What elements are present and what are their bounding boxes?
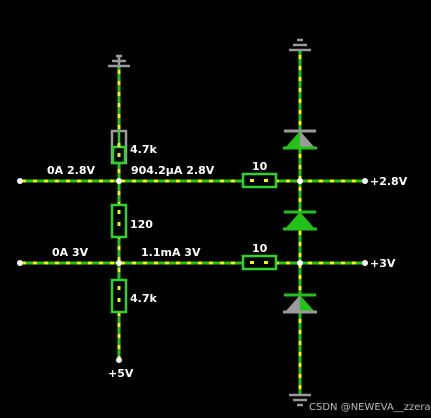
terminal-plus-2v8[interactable] bbox=[362, 178, 368, 184]
label-terminal-bottom: +5V bbox=[108, 367, 134, 380]
label-wire-upper-mid: 904.2µA 2.8V bbox=[131, 164, 215, 177]
terminal-plus-3v[interactable] bbox=[362, 260, 368, 266]
diode-bottom[interactable] bbox=[283, 293, 317, 314]
terminal-plus-5v[interactable] bbox=[116, 357, 122, 363]
node-left-upper[interactable] bbox=[17, 178, 23, 184]
label-terminal-lower-right: +3V bbox=[370, 257, 396, 270]
ground-symbol-right-bottom[interactable] bbox=[289, 393, 311, 407]
nodes bbox=[17, 178, 368, 363]
current-dots bbox=[22, 55, 362, 390]
label-wire-lower-left: 0A 3V bbox=[52, 246, 89, 259]
watermark: CSDN @NEWEVA__zzera22 bbox=[309, 402, 431, 413]
label-wire-lower-mid: 1.1mA 3V bbox=[141, 246, 201, 259]
resistor-top-4k7[interactable] bbox=[110, 129, 128, 165]
node-left-lower[interactable] bbox=[17, 260, 23, 266]
label-terminal-upper-right: +2.8V bbox=[370, 175, 408, 188]
ground-symbol-left[interactable] bbox=[108, 54, 130, 68]
label-wire-upper-left: 0A 2.8V bbox=[47, 164, 95, 177]
node-junction-upper[interactable] bbox=[116, 178, 122, 184]
label-resistor-top: 4.7k bbox=[130, 143, 157, 156]
resistor-series-upper-10[interactable] bbox=[241, 172, 278, 189]
label-resistor-series-upper: 10 bbox=[252, 160, 268, 173]
ground-symbol-right-top[interactable] bbox=[289, 38, 311, 52]
label-resistor-bottom: 4.7k bbox=[130, 292, 157, 305]
wires bbox=[18, 50, 367, 395]
label-resistor-series-lower: 10 bbox=[252, 242, 268, 255]
node-right-junction-lower[interactable] bbox=[297, 260, 303, 266]
node-right-junction-upper[interactable] bbox=[297, 178, 303, 184]
diode-middle[interactable] bbox=[283, 210, 317, 231]
node-junction-lower[interactable] bbox=[116, 260, 122, 266]
resistor-middle-120[interactable] bbox=[110, 203, 128, 239]
resistor-series-lower-10[interactable] bbox=[241, 254, 278, 271]
diode-top[interactable] bbox=[283, 129, 317, 150]
label-resistor-middle: 120 bbox=[130, 218, 153, 231]
resistor-bottom-4k7[interactable] bbox=[110, 278, 128, 314]
